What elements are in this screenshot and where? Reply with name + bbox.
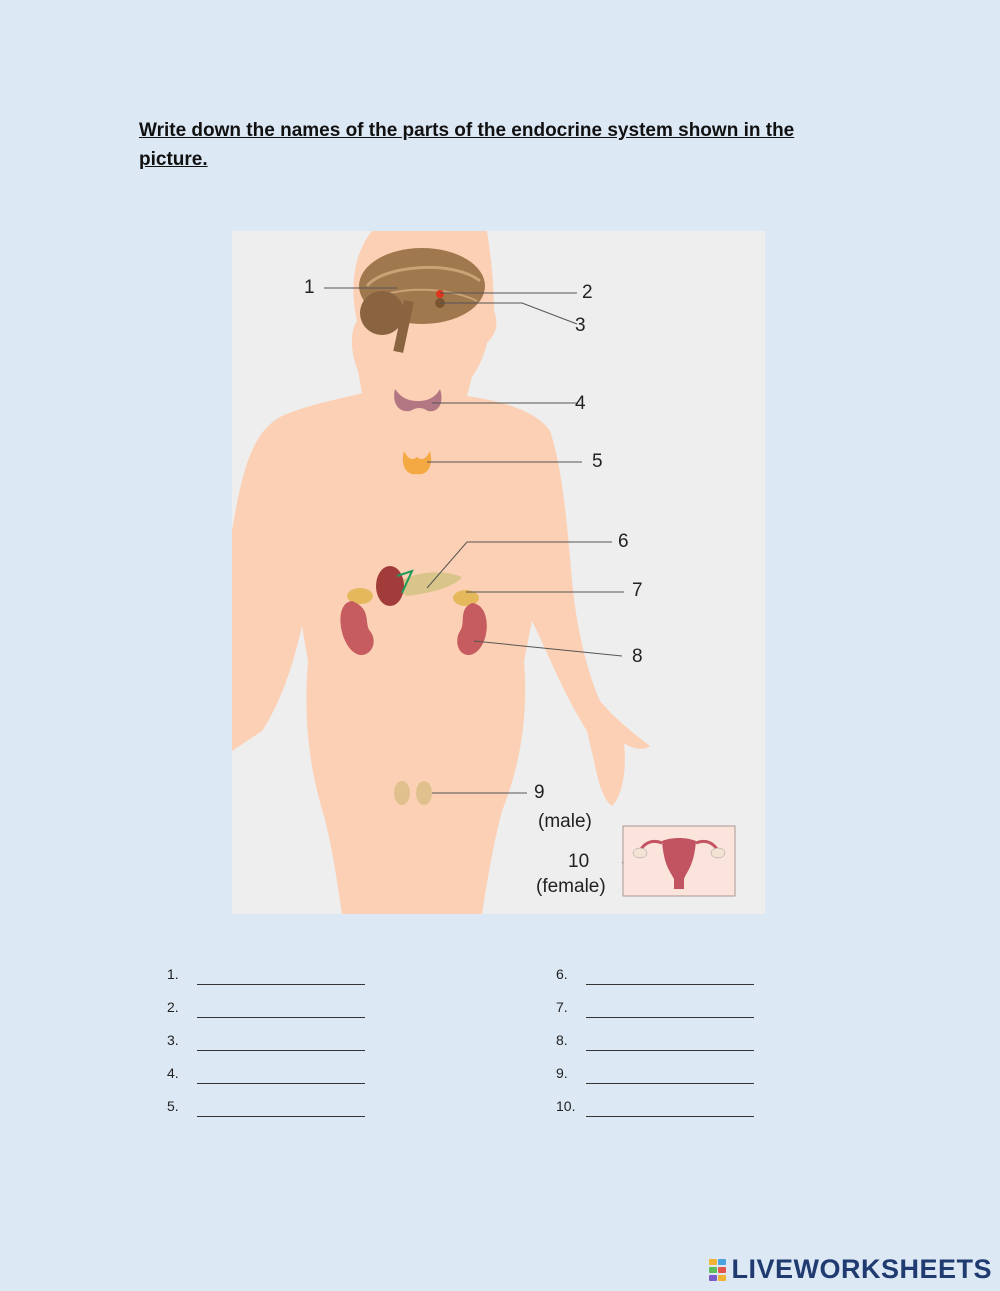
answer-blank[interactable] xyxy=(586,966,754,985)
uterus xyxy=(662,838,696,889)
adrenal-right xyxy=(453,590,479,606)
answer-row: 1. xyxy=(167,966,365,999)
answer-blank[interactable] xyxy=(586,1098,754,1117)
kidney-left xyxy=(340,601,374,656)
callout-6: 6 xyxy=(618,531,629,552)
answer-number: 8. xyxy=(556,1032,568,1048)
answer-row: 10. xyxy=(556,1098,754,1131)
pineal-dot xyxy=(436,290,444,298)
ovary-right xyxy=(710,847,726,859)
testis-left xyxy=(394,781,410,805)
callout-8: 8 xyxy=(632,646,643,667)
answer-row: 8. xyxy=(556,1032,754,1065)
answer-number: 7. xyxy=(556,999,568,1015)
answer-row: 3. xyxy=(167,1032,365,1065)
callout-1: 1 xyxy=(304,277,315,298)
answer-column-right: 6. 7. 8. 9. 10. xyxy=(556,966,754,1131)
answer-row: 4. xyxy=(167,1065,365,1098)
answer-blank[interactable] xyxy=(197,966,365,985)
callout-3: 3 xyxy=(575,315,586,336)
answer-number: 1. xyxy=(167,966,179,982)
answer-column-left: 1. 2. 3. 4. 5. xyxy=(167,966,365,1131)
callout-7: 7 xyxy=(632,580,643,601)
answer-blank[interactable] xyxy=(586,999,754,1018)
answer-number: 9. xyxy=(556,1065,568,1081)
answer-blank[interactable] xyxy=(197,999,365,1018)
answer-blank[interactable] xyxy=(197,1032,365,1051)
callout-9-label: (male) xyxy=(538,811,592,832)
answer-blank[interactable] xyxy=(586,1065,754,1084)
callout-9: 9 xyxy=(534,782,545,803)
answer-blank[interactable] xyxy=(197,1065,365,1084)
callout-4: 4 xyxy=(575,393,586,414)
answer-number: 2. xyxy=(167,999,179,1015)
answer-row: 5. xyxy=(167,1098,365,1131)
answer-row: 6. xyxy=(556,966,754,999)
callout-10-label: (female) xyxy=(536,876,606,897)
answer-number: 5. xyxy=(167,1098,179,1114)
liveworksheets-logo-icon xyxy=(709,1258,727,1281)
answer-number: 6. xyxy=(556,966,568,982)
callout-2: 2 xyxy=(582,282,593,303)
answer-row: 9. xyxy=(556,1065,754,1098)
instruction-heading: Write down the names of the parts of the… xyxy=(139,120,795,170)
endocrine-diagram: 1 2 3 4 5 6 7 8 9 (male) 10 (female) xyxy=(232,231,765,914)
ovary-left xyxy=(632,847,648,859)
answer-row: 2. xyxy=(167,999,365,1032)
answer-blank[interactable] xyxy=(586,1032,754,1051)
answer-number: 3. xyxy=(167,1032,179,1048)
adrenal-left xyxy=(347,588,373,604)
answer-number: 10. xyxy=(556,1098,576,1114)
answer-row: 7. xyxy=(556,999,754,1032)
brand-name: LIVEWORKSHEETS xyxy=(731,1254,992,1284)
answer-blank[interactable] xyxy=(197,1098,365,1117)
testis-right xyxy=(416,781,432,805)
callout-5: 5 xyxy=(592,451,603,472)
body-illustration xyxy=(232,231,736,914)
callout-10: 10 xyxy=(568,851,590,872)
brand-footer: LIVEWORKSHEETS xyxy=(709,1254,992,1285)
answer-number: 4. xyxy=(167,1065,179,1081)
thyroid xyxy=(394,389,442,412)
thymus xyxy=(402,451,432,475)
